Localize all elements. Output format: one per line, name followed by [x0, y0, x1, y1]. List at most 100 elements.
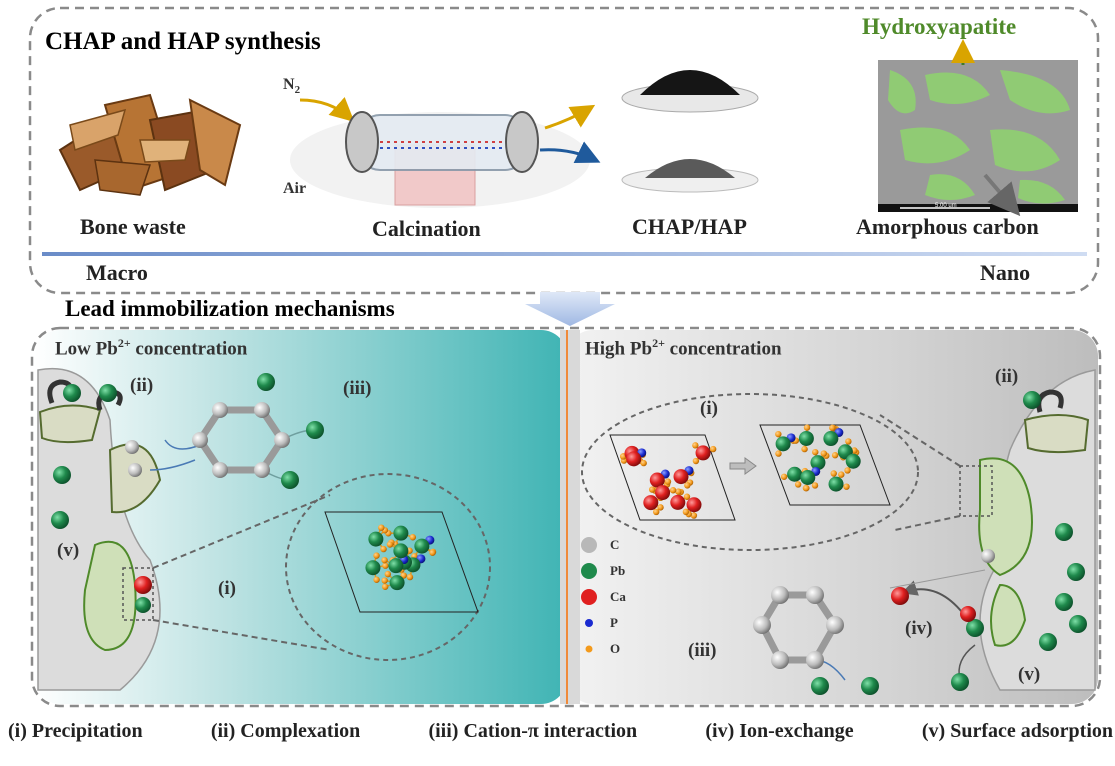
high-concentration-label: High Pb2+ concentration: [585, 336, 782, 360]
nano-label: Nano: [980, 260, 1031, 285]
high-label-iv: (iv): [905, 618, 933, 639]
oxygen-atom: [775, 450, 782, 457]
lead-ion: [281, 471, 299, 489]
oxygen-atom: [373, 552, 380, 559]
ring-carbon-atom: [212, 462, 228, 478]
lead-ion: [51, 511, 69, 529]
chap-hap-caption: CHAP/HAP: [632, 214, 747, 239]
oxygen-atom: [683, 493, 691, 500]
mechanism-cation-pi: (iii) Cation-π interaction: [428, 720, 638, 742]
tem-micrograph: [878, 60, 1078, 212]
oxygen-atom: [830, 470, 837, 477]
amorphous-carbon-label: Amorphous carbon: [856, 214, 1039, 239]
high-label-v: (v): [1018, 664, 1041, 685]
mechanism-panel-frame: [30, 326, 1102, 708]
calcium-atom: [643, 495, 659, 511]
low-label-iii: (iii): [343, 378, 372, 399]
lead-ion: [257, 373, 275, 391]
chap-powder-image: [621, 70, 759, 113]
mechanism-ion-exchange: (iv) Ion-exchange: [705, 720, 854, 742]
mechanism-complexation: (ii) Complexation: [210, 720, 361, 742]
mechanism-precipitation: (i) Precipitation: [8, 720, 143, 742]
bone-waste-caption: Bone waste: [80, 214, 186, 239]
high-label-i: (i): [700, 398, 718, 419]
tube-furnace-image: [290, 111, 590, 208]
oxygen-atom: [373, 576, 380, 583]
macro-nano-scale-bar: [42, 252, 1087, 256]
oxygen-atom: [669, 487, 677, 494]
carbon-pointer: [983, 173, 1021, 217]
lead-atom: [389, 575, 405, 591]
lead-atom: [388, 558, 404, 574]
ring-carbon-atom: [771, 651, 789, 669]
high-contact-line: [889, 569, 986, 589]
calcium-ion: [134, 576, 152, 594]
oxygen-atom: [664, 478, 672, 485]
high-surface-site: [978, 457, 1033, 577]
legend-label-ca: Ca: [610, 589, 626, 604]
oxygen-atom: [378, 524, 385, 531]
oxygen-atom: [844, 467, 851, 474]
lead-atom: [368, 531, 384, 547]
oxygen-atom: [831, 452, 839, 459]
chap-arrow: [544, 104, 596, 130]
high-zoom-box: [959, 465, 993, 517]
lead-ion: [1039, 633, 1057, 651]
lead-ion: [966, 619, 984, 637]
lead-atom: [787, 466, 803, 482]
ring-carbon-atom: [192, 432, 208, 448]
legend-swatch-p: [585, 619, 593, 627]
high-crystal-zoom-ellipse: [581, 393, 919, 551]
ring-carbon-atom: [806, 586, 824, 604]
legend-label-c: C: [610, 537, 620, 552]
ring-carbon-atom: [753, 616, 771, 634]
calcium-atom: [695, 445, 711, 461]
high-zoom-line-bottom: [894, 515, 961, 531]
oxygen-atom: [648, 486, 656, 493]
legend-label-o: O: [610, 641, 621, 656]
legend-swatch-pb: [581, 563, 597, 579]
oxygen-atom: [709, 445, 717, 453]
lead-atom: [414, 538, 430, 554]
oxygen-atom: [692, 457, 700, 465]
oxygen-atom: [684, 482, 691, 489]
oxygen-atom: [811, 482, 819, 489]
ring-carbon-atom: [212, 402, 228, 418]
legend-swatch-c: [581, 537, 597, 553]
oxygen-atom: [803, 424, 811, 431]
oxygen-atom: [843, 483, 850, 490]
oxygen-atom: [409, 534, 417, 541]
ring-carbon-atom: [254, 402, 270, 418]
legend-item-pb: Pb: [578, 558, 626, 584]
lead-ion: [135, 597, 151, 613]
ring-carbon-atom: [771, 586, 789, 604]
carbon-atom: [128, 463, 142, 477]
calcium-atom: [670, 494, 686, 510]
lead-atom: [828, 476, 844, 492]
calcium-atom: [686, 497, 702, 513]
legend-item-p: P: [578, 610, 626, 636]
calcination-caption: Calcination: [372, 216, 481, 241]
lead-ion: [861, 677, 879, 695]
high-label-iii: (iii): [688, 640, 717, 661]
high-complexation-site: [1023, 414, 1090, 454]
lead-ion: [951, 673, 969, 691]
oxygen-atom: [381, 556, 388, 564]
lead-atom: [365, 560, 381, 576]
oxygen-atom: [845, 438, 852, 445]
lead-ion: [1069, 615, 1087, 633]
oxygen-atom: [820, 450, 828, 457]
oxygen-atom: [657, 504, 664, 511]
low-concentration-label: Low Pb2+ concentration: [55, 336, 248, 360]
oxygen-atom: [653, 508, 660, 516]
oxygen-atom: [640, 459, 647, 467]
legend-swatch-o: [585, 645, 593, 653]
lead-ion: [1023, 391, 1041, 409]
low-label-i: (i): [218, 578, 236, 599]
oxygen-atom: [780, 473, 788, 480]
lead-atom: [775, 436, 791, 452]
lead-ion: [811, 677, 829, 695]
lead-atom: [393, 525, 409, 541]
legend-item-ca: Ca: [578, 584, 626, 610]
